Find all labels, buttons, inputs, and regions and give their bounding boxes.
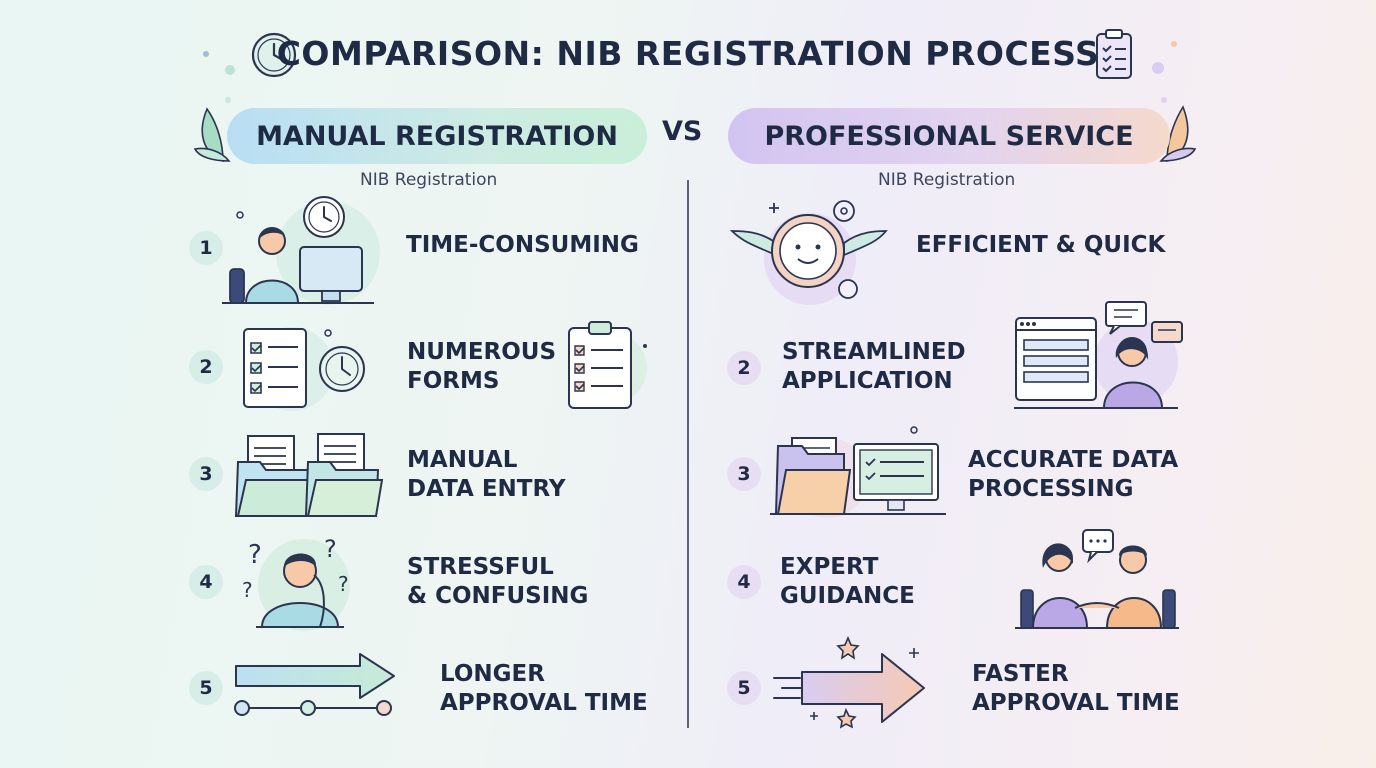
label-line: NUMEROUS — [407, 339, 557, 365]
step-number: 5 — [727, 671, 761, 705]
label-line: EXPERT — [780, 554, 879, 580]
right-item-1-label: EFFICIENT & QUICK — [916, 231, 1165, 260]
label-line: ACCURATE DATA — [968, 447, 1179, 473]
forms-checklist-icon — [243, 327, 365, 411]
browser-support-agent-icon — [1014, 301, 1183, 409]
label-line: & CONFUSING — [407, 583, 589, 609]
folder-and-monitor-icon — [770, 426, 946, 518]
label-line: FASTER — [972, 661, 1069, 687]
left-item-3-label: MANUAL DATA ENTRY — [407, 446, 566, 504]
label-line: APPROVAL TIME — [972, 690, 1180, 716]
label-line: STRESSFUL — [407, 554, 554, 580]
sparkle-dot-decoration-right — [1152, 41, 1177, 103]
winged-clock-icon — [729, 200, 888, 305]
label-line: APPROVAL TIME — [440, 690, 648, 716]
left-item-5-label: LONGER APPROVAL TIME — [440, 660, 648, 718]
label-line: MANUAL — [407, 447, 518, 473]
step-number: 5 — [189, 671, 223, 705]
left-item-2-label: NUMEROUS FORMS — [407, 338, 556, 396]
step-number: 2 — [727, 351, 761, 385]
label-line: STREAMLINED — [782, 339, 966, 365]
right-item-2-label: STREAMLINED APPLICATION — [782, 338, 966, 396]
manual-registration-header: MANUAL REGISTRATION — [227, 108, 647, 164]
svg-text:?: ? — [242, 578, 253, 602]
label-line: APPLICATION — [782, 368, 953, 394]
center-divider — [687, 180, 689, 728]
page-title: COMPARISON: NIB REGISTRATION PROCESS — [276, 34, 1100, 73]
label-line: PROCESSING — [968, 476, 1134, 502]
step-number: 3 — [189, 457, 223, 491]
leaf-icon-left — [193, 107, 231, 163]
left-item-1-label: TIME-CONSUMING — [406, 231, 639, 260]
label-line: LONGER — [440, 661, 545, 687]
step-number: 3 — [727, 457, 761, 491]
leaf-icon-right — [1159, 105, 1197, 163]
clipboard-checklist-icon — [568, 321, 647, 409]
label-line: DATA ENTRY — [407, 476, 566, 502]
vs-label: VS — [662, 116, 703, 147]
left-item-4-label: STRESSFUL & CONFUSING — [407, 553, 588, 611]
clock-icon — [251, 32, 297, 78]
svg-text:?: ? — [248, 540, 262, 570]
label-line: FORMS — [407, 368, 500, 394]
handshake-consultation-icon — [1015, 529, 1179, 629]
sparkle-dot-decoration — [203, 51, 235, 103]
professional-service-header: PROFESSIONAL SERVICE — [728, 108, 1170, 164]
label-line: GUIDANCE — [780, 583, 915, 609]
step-number: 4 — [727, 565, 761, 599]
long-arrow-timeline-icon — [234, 653, 395, 716]
confused-person-icon: ? ? ? ? — [242, 535, 350, 631]
label-line: EFFICIENT & QUICK — [916, 232, 1166, 258]
step-number: 2 — [189, 350, 223, 384]
folders-documents-icon — [234, 433, 384, 517]
step-number: 1 — [189, 231, 223, 265]
right-item-3-label: ACCURATE DATA PROCESSING — [968, 446, 1178, 504]
left-subtitle: NIB Registration — [360, 170, 498, 190]
label-line: TIME-CONSUMING — [406, 232, 639, 258]
step-number: 4 — [189, 565, 223, 599]
clipboard-icon — [1096, 29, 1132, 79]
fast-arrow-stars-icon — [773, 635, 925, 729]
svg-text:?: ? — [324, 535, 337, 563]
right-subtitle: NIB Registration — [878, 170, 1016, 190]
svg-text:?: ? — [338, 572, 349, 596]
person-at-computer-icon — [222, 196, 380, 305]
right-item-5-label: FASTER APPROVAL TIME — [972, 660, 1180, 718]
right-item-4-label: EXPERT GUIDANCE — [780, 553, 915, 611]
